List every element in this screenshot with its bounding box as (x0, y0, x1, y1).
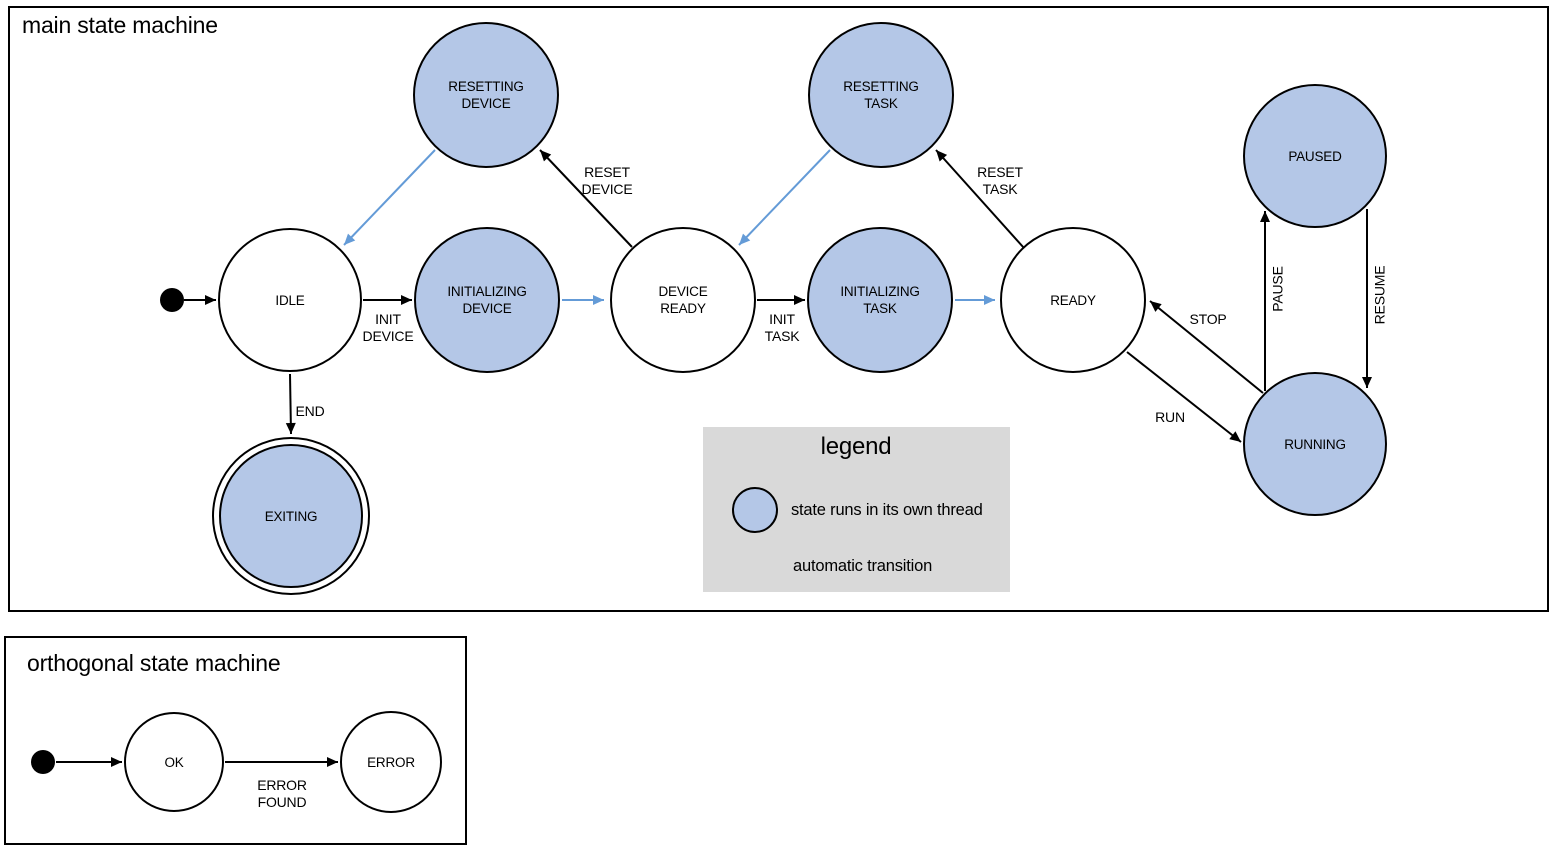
label-reset-task: RESET TASK (977, 164, 1023, 197)
label-end: END (295, 403, 325, 419)
label-pause: PAUSE (1269, 266, 1286, 312)
legend-title: legend (820, 433, 892, 460)
legend-auto-label: automatic transition (793, 557, 933, 575)
label-run: RUN (1155, 409, 1185, 425)
orthogonal-panel-title: orthogonal state machine (27, 650, 281, 676)
state-running: RUNNING (1243, 372, 1387, 516)
state-resetting-device: RESETTING DEVICE (413, 22, 559, 168)
state-resetting-task: RESETTING TASK (808, 22, 954, 168)
state-idle: IDLE (218, 228, 362, 372)
state-ready: READY (1000, 227, 1146, 373)
label-init-task: INIT TASK (764, 311, 800, 344)
legend-threaded-state-icon (732, 487, 778, 533)
main-initial-state-dot (160, 288, 184, 312)
state-device-ready: DEVICE READY (610, 227, 756, 373)
orthogonal-initial-state-dot (31, 750, 55, 774)
legend-thread-label: state runs in its own thread (791, 501, 983, 519)
label-reset-device: RESET DEVICE (581, 164, 633, 197)
state-initializing-task: INITIALIZING TASK (807, 227, 953, 373)
state-error: ERROR (340, 711, 442, 813)
label-stop: STOP (1189, 311, 1227, 327)
label-error-found: ERROR FOUND (257, 777, 307, 810)
legend-box: legend state runs in its own thread auto… (703, 427, 1010, 592)
state-exiting: EXITING (219, 444, 363, 588)
state-ok: OK (124, 712, 224, 812)
main-panel-title: main state machine (22, 12, 218, 38)
label-resume: RESUME (1371, 265, 1388, 325)
state-initializing-device: INITIALIZING DEVICE (414, 227, 560, 373)
state-paused: PAUSED (1243, 84, 1387, 228)
label-init-device: INIT DEVICE (362, 311, 414, 344)
